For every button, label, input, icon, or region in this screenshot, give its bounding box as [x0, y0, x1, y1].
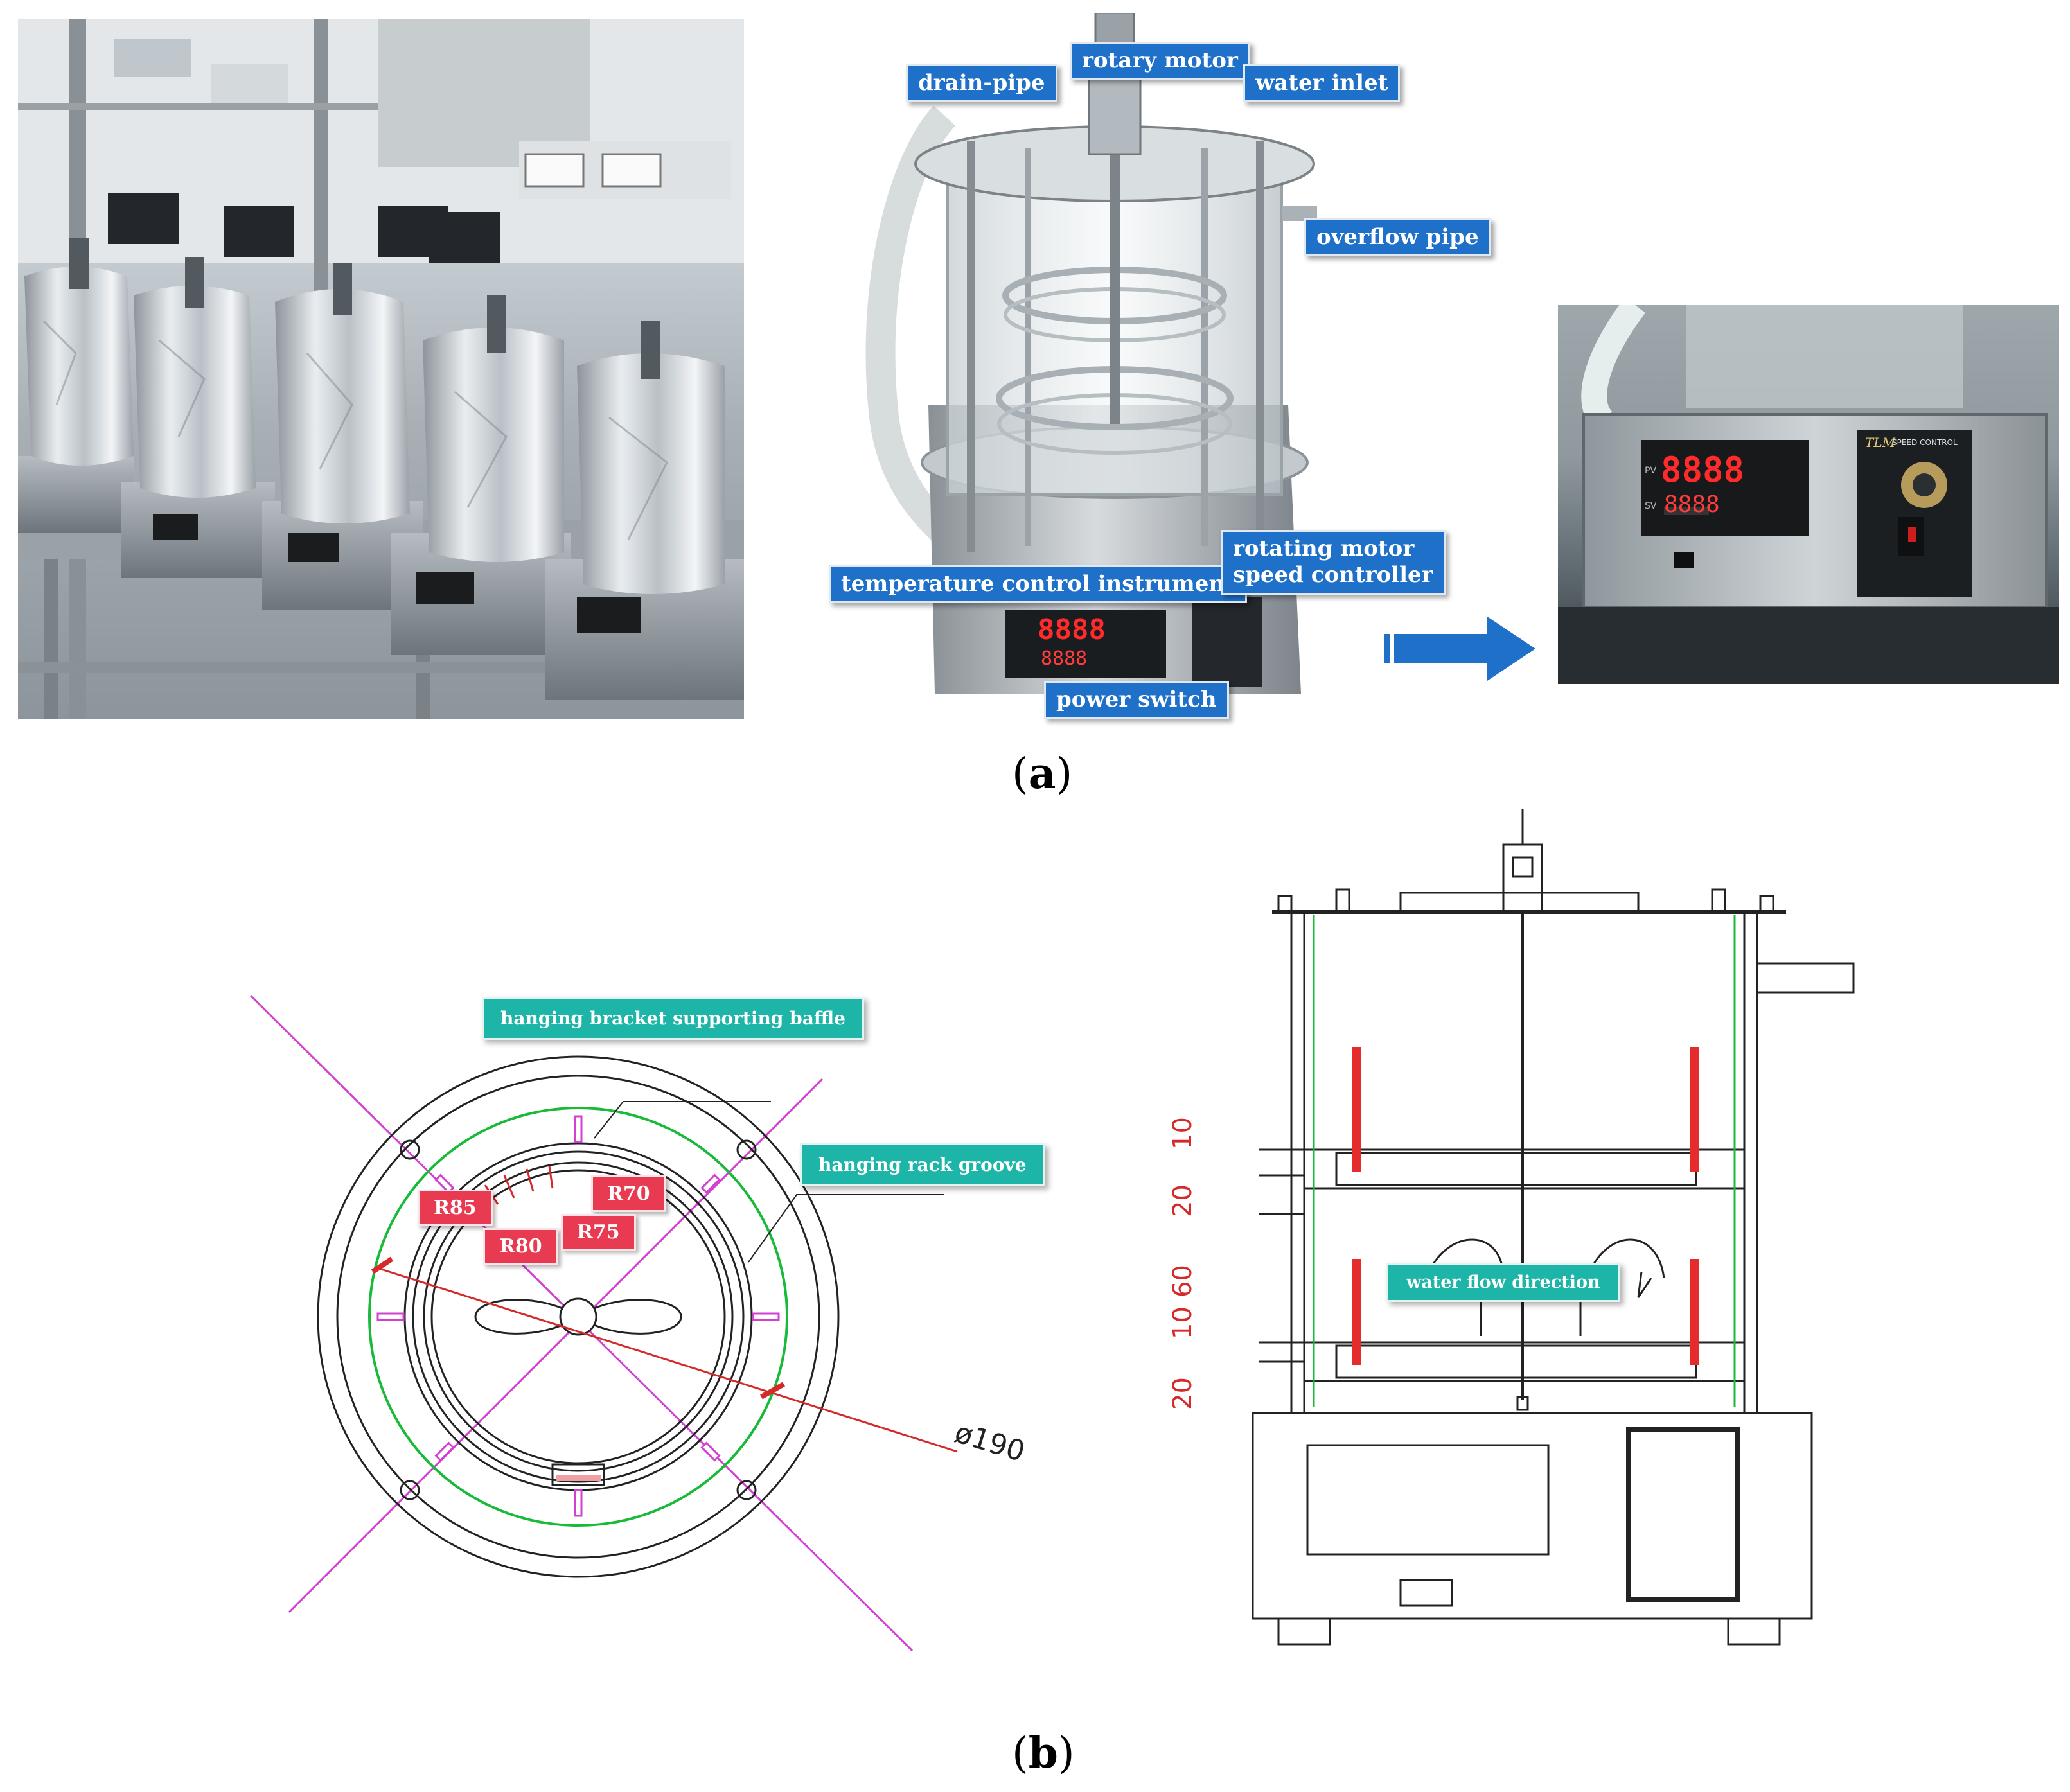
pv-display: 8888 — [1038, 613, 1106, 646]
label-hanging-rack-groove: hanging rack groove — [800, 1143, 1045, 1186]
arrow-right-icon — [1384, 617, 1535, 681]
radius-label-r70: R70 — [591, 1175, 666, 1212]
reactor-illustration — [865, 13, 1317, 694]
lab-photo — [18, 19, 744, 719]
panel-a-open: ( — [1012, 749, 1029, 798]
label-hanging-bracket-baffle: hanging bracket supporting baffle — [482, 997, 864, 1040]
label-speed-controller: rotating motor speed controller — [1221, 530, 1446, 595]
panel-a-close: ) — [1056, 749, 1073, 798]
side-view-drawing — [1252, 809, 1855, 1646]
radius-label-r85: R85 — [418, 1190, 493, 1226]
panel-b-open: ( — [1012, 1728, 1029, 1778]
panel-label-b: (b) — [1012, 1728, 1075, 1778]
label-power-switch: power switch — [1044, 681, 1229, 719]
panel-pv-label: PV — [1645, 466, 1657, 476]
control-panel-illustration — [1558, 305, 2059, 684]
label-speed-controller-line1: rotating motor — [1233, 536, 1415, 561]
sv-display: 8888 — [1041, 647, 1088, 670]
panel-pv-display: 8888 — [1661, 450, 1745, 490]
reactor-photo: 8888 8888 — [832, 13, 1397, 713]
label-overflow-pipe: overflow pipe — [1304, 218, 1491, 257]
radius-label-r80: R80 — [483, 1228, 558, 1265]
dimension-20-top: 20 — [1168, 1184, 1198, 1217]
speed-brand-text: TLM — [1865, 435, 1896, 450]
label-temperature-control: temperature control instrument — [829, 565, 1247, 604]
top-view-drawing — [249, 994, 958, 1652]
label-water-flow-direction: water flow direction — [1386, 1263, 1620, 1302]
dimension-20-bottom: 20 — [1168, 1377, 1198, 1410]
label-drain-pipe: drain-pipe — [906, 64, 1057, 103]
label-rotary-motor: rotary motor — [1070, 42, 1250, 80]
panel-b-letter: b — [1028, 1728, 1058, 1778]
lab-photo-illustration — [18, 19, 744, 719]
control-panel-photo: PV SV 8888 8888 TLM SPEED CONTROL — [1558, 305, 2059, 684]
dimension-10-top: 10 — [1168, 1117, 1198, 1150]
dimension-60: 60 — [1168, 1265, 1198, 1297]
radius-label-r75: R75 — [561, 1214, 636, 1251]
panel-a-letter: a — [1028, 748, 1056, 798]
label-speed-controller-line2: speed controller — [1233, 562, 1433, 588]
panel-sv-label: SV — [1645, 501, 1657, 511]
panel-b-close: ) — [1057, 1728, 1075, 1778]
panel-label-a: (a) — [1012, 748, 1072, 798]
dimension-10-bottom: 10 — [1168, 1306, 1198, 1339]
label-water-inlet: water inlet — [1243, 64, 1401, 103]
panel-sv-display: 8888 — [1664, 491, 1720, 518]
speed-control-text: SPEED CONTROL — [1892, 438, 1958, 447]
